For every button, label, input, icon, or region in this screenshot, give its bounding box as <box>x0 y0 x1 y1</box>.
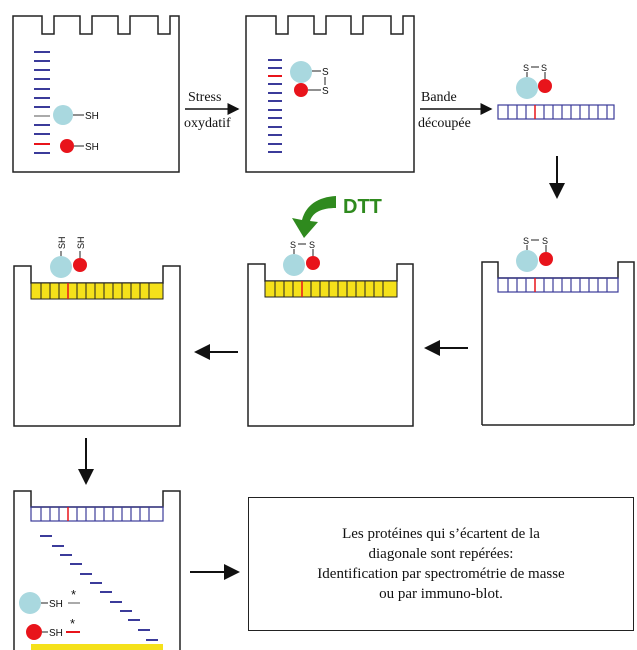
s-label: S <box>322 86 329 97</box>
sh-label: SH <box>57 236 67 249</box>
band-cut-arrow: Bande découpée <box>418 90 493 131</box>
protein-red-circle <box>306 256 320 270</box>
protein-light-circle <box>290 61 312 83</box>
protein-red-circle <box>73 258 87 272</box>
protein-light-circle <box>283 254 305 276</box>
s-label: S <box>542 236 548 246</box>
result-line-2: diagonale sont repérées: <box>368 546 514 562</box>
stress-label-line1: Stress <box>188 90 221 105</box>
s-label: S <box>290 240 296 250</box>
s-label: S <box>523 63 529 73</box>
protein-light-circle <box>50 256 72 278</box>
protein-red-circle <box>539 252 553 266</box>
sh-label: SH <box>49 628 63 639</box>
curved-arrow-icon <box>292 196 336 238</box>
sh-label: SH <box>85 142 99 153</box>
result-box: Les protéines qui s’écartent de la diago… <box>248 497 634 631</box>
cut-band-strip: S S <box>497 63 615 120</box>
protein-red-circle <box>26 624 42 640</box>
band-label-line1: Bande <box>421 90 457 105</box>
dtt-arrow: DTT <box>292 196 382 238</box>
s-label: S <box>541 63 547 73</box>
sh-label: SH <box>76 236 86 249</box>
protein-red-circle <box>60 139 74 153</box>
sh-label: SH <box>49 599 63 610</box>
s-label: S <box>523 236 529 246</box>
asterisk-mark: * <box>70 616 75 631</box>
stress-arrow: Stress oxydatif <box>184 90 240 131</box>
protein-light-circle <box>516 250 538 272</box>
gel-panel-4: S S <box>481 236 635 426</box>
protein-light-circle <box>19 592 41 614</box>
s-label: S <box>309 240 315 250</box>
diagonal-spots <box>40 535 158 641</box>
sh-label: SH <box>85 111 99 122</box>
protein-light-circle <box>53 105 73 125</box>
gel-panel-1: SH SH <box>12 15 180 173</box>
result-line-1: Les protéines qui s’écartent de la <box>342 526 540 542</box>
s-label: S <box>322 67 329 78</box>
result-line-3: Identification par spectrométrie de mass… <box>317 566 565 582</box>
stress-label-line2: oxydatif <box>184 116 231 131</box>
band-label-line2: découpée <box>418 116 471 131</box>
asterisk-mark: * <box>71 587 76 602</box>
gel-panel-7: SH * SH * <box>13 490 181 650</box>
dtt-label: DTT <box>343 196 382 218</box>
gel-panel-6: SH SH <box>13 236 181 427</box>
protein-light-circle <box>516 77 538 99</box>
gel-panel-2: S S <box>245 15 415 173</box>
protein-red-circle <box>538 79 552 93</box>
protein-red-circle <box>294 83 308 97</box>
gel-panel-5: S S <box>247 240 414 427</box>
result-line-4: ou par immuno-blot. <box>379 586 503 602</box>
